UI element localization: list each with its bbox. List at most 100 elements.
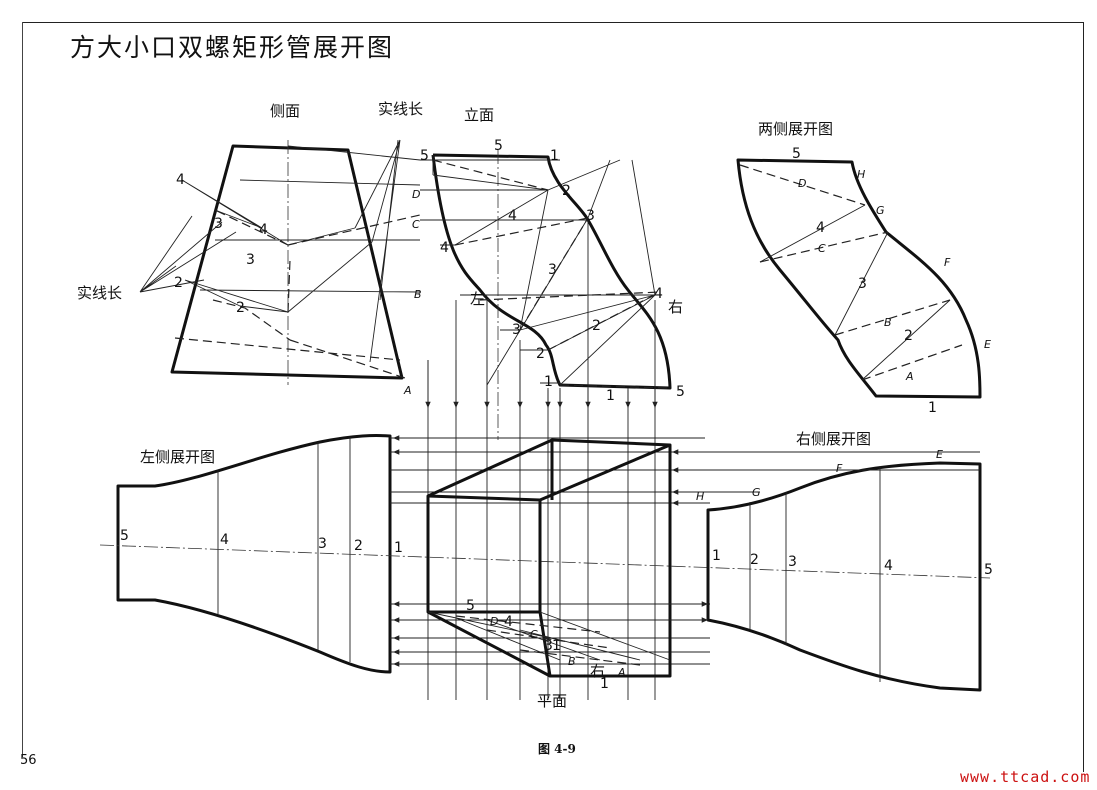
true-length-left-rays	[139, 215, 237, 293]
elevation-view	[420, 150, 672, 440]
elevation-point-label: 1	[544, 374, 553, 390]
right-dev-point-label: 5	[984, 562, 993, 578]
elevation-point-label: 4	[654, 286, 663, 302]
side-point-label: 3	[246, 252, 255, 268]
right-dev-letter-label: E	[936, 448, 943, 461]
both-sides-letter-label: D	[798, 177, 806, 190]
plan-view	[426, 438, 672, 678]
true-length-top-label: 实线长	[378, 100, 423, 118]
plan-construction-lines	[427, 611, 671, 661]
left-dev-point-label: 1	[394, 540, 403, 556]
side-view	[139, 139, 421, 385]
elevation-left-marker: 左	[470, 290, 485, 308]
plan-letter-label: C	[530, 628, 538, 641]
elevation-point-label: 5	[494, 138, 503, 154]
both-sides-point-label: 3	[858, 276, 867, 292]
side-point-label: 3	[214, 216, 223, 232]
both-sides-dashed-lines	[739, 164, 963, 381]
plan-point-label: 4	[504, 614, 513, 630]
elevation-right-marker: 右	[668, 298, 683, 316]
both-sides-point-label: 4	[816, 220, 825, 236]
both-sides-letter-label: G	[876, 204, 885, 217]
elevation-point-label: 2	[592, 318, 601, 334]
both-sides-construction-lines	[759, 204, 951, 381]
left-dev-point-label: 3	[318, 536, 327, 552]
plan-point-label: 3	[544, 638, 553, 654]
elevation-point-label: 3	[512, 322, 521, 338]
both-sides-point-label: 1	[928, 400, 937, 416]
both-sides-letter-label: B	[884, 316, 892, 329]
elevation-point-label: 4	[508, 208, 517, 224]
true-length-left-label: 实线长	[77, 284, 122, 302]
left-development-fold-lines	[217, 437, 351, 662]
right-dev-point-label: 2	[750, 552, 759, 568]
frame-left-line	[22, 22, 23, 757]
elevation-label: 立面	[464, 106, 494, 124]
plan-dashed-lines	[455, 615, 641, 666]
side-point-label: 4	[259, 222, 268, 238]
both-sides-letter-label: C	[818, 242, 826, 255]
right-dev-letter-label: G	[752, 486, 761, 499]
plan-point-label: 1	[600, 676, 609, 692]
elevation-point-label: 5	[420, 148, 429, 164]
elevation-point-label: 4	[440, 240, 449, 256]
plan-label: 平面	[537, 692, 567, 710]
side-point-label: 2	[236, 300, 245, 316]
elevation-point-label: 3	[586, 208, 595, 224]
page-title: 方大小口双螺矩形管展开图	[70, 33, 395, 62]
elevation-dashed-lines	[432, 159, 671, 389]
elevation-point-label: 1	[606, 388, 615, 404]
plan-point-label: 5	[466, 598, 475, 614]
both-sides-letter-label: E	[984, 338, 991, 351]
both-sides-letter-label: H	[857, 168, 865, 181]
right-development-label: 右侧展开图	[796, 430, 871, 448]
left-dev-point-label: 4	[220, 532, 229, 548]
side-view-outline	[170, 144, 404, 380]
left-dev-point-label: 2	[354, 538, 363, 554]
watermark: www.ttcad.com	[960, 768, 1091, 786]
plan-point-label: 1	[552, 638, 561, 654]
elevation-point-label: 2	[536, 346, 545, 362]
plan-right-marker: 右	[590, 662, 605, 680]
both-sides-point-label: 2	[904, 328, 913, 344]
right-dev-point-label: 3	[788, 554, 797, 570]
side-view-label: 侧面	[270, 102, 300, 120]
side-point-label: 2	[174, 275, 183, 291]
both-sides-letter-label: A	[905, 370, 914, 383]
side-letter-label: A	[403, 384, 412, 397]
left-development-label: 左侧展开图	[140, 448, 215, 466]
side-view-construction-lines	[181, 139, 421, 363]
side-letter-label: D	[412, 188, 420, 201]
frame-top-line	[22, 22, 1084, 23]
side-letter-label: B	[414, 288, 422, 301]
elevation-projection-lines	[420, 159, 660, 384]
right-development-fold-lines	[749, 466, 881, 682]
plan-letter-label: A	[617, 666, 626, 679]
elevation-point-label: 2	[562, 183, 571, 199]
right-dev-point-label: 1	[712, 548, 721, 564]
both-sides-point-label: 5	[792, 146, 801, 162]
side-letter-label: C	[412, 218, 420, 231]
page-number: 56	[20, 753, 37, 768]
elevation-point-label: 5	[676, 384, 685, 400]
main-centerline	[99, 544, 991, 579]
left-dev-point-label: 5	[120, 528, 129, 544]
right-dev-letter-label: F	[836, 462, 843, 475]
left-development-outline	[116, 434, 392, 674]
elevation-point-label: 1	[550, 148, 559, 164]
plan-letter-label: B	[568, 655, 576, 668]
elevation-construction-lines	[432, 155, 656, 386]
side-view-dashed-lines	[174, 209, 421, 379]
right-development	[650, 449, 982, 692]
side-point-label: 4	[176, 172, 185, 188]
plan-letter-label: D	[490, 615, 498, 628]
right-dev-point-label: 4	[884, 558, 893, 574]
right-dev-letter-label: H	[696, 490, 704, 503]
frame-right-line	[1083, 22, 1084, 772]
figure-caption: 图 4-9	[538, 742, 576, 756]
both-sides-label: 两侧展开图	[758, 120, 833, 138]
elevation-point-label: 3	[548, 262, 557, 278]
right-development-outline	[706, 461, 982, 692]
